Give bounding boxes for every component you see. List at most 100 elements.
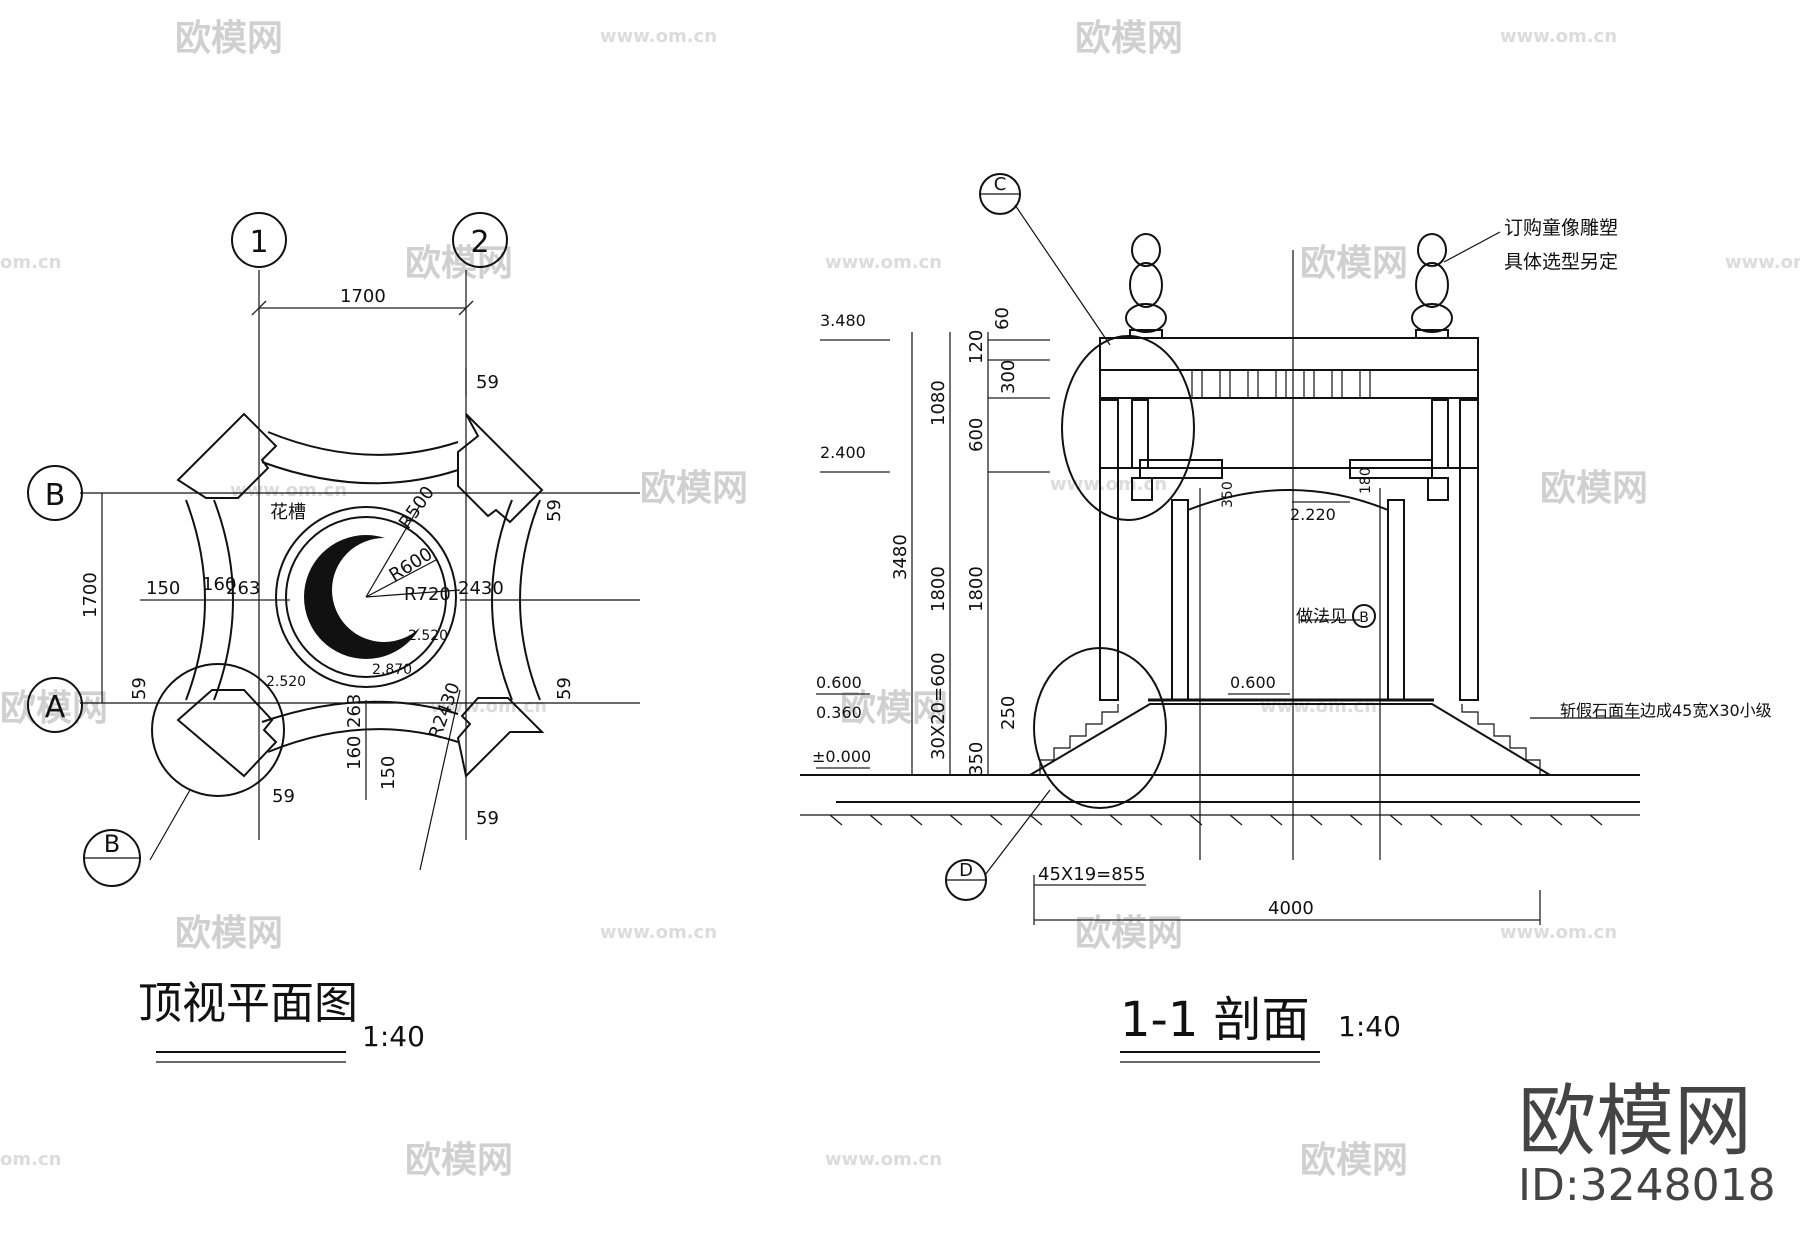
detail-leader-b (149, 789, 191, 861)
baluster (1191, 369, 1203, 399)
watermark-url: www.om.cn (1725, 252, 1800, 273)
dim-tick (251, 300, 267, 316)
dim-tick (458, 300, 474, 316)
axis-bubble-b (27, 465, 83, 521)
baluster (1359, 369, 1371, 399)
watermark-text: 欧模网 (175, 913, 283, 954)
watermark-text: 欧模网 (840, 688, 948, 729)
column-right-inner (1387, 499, 1405, 701)
dim-150-left: 150 (146, 578, 180, 599)
note-stone: 斩假石面车边成45宽X30小级 (1560, 701, 1772, 720)
detail-circle-d (1033, 647, 1167, 809)
dim-160-left: 160 (202, 574, 236, 595)
section-scale: 1:40 (1338, 1010, 1401, 1043)
sculpture-right (1411, 233, 1453, 339)
arch-soffit (1187, 489, 1389, 511)
logo-brand: 欧模网 (1518, 1077, 1752, 1167)
column-right-outer (1459, 399, 1479, 701)
baluster (1275, 369, 1287, 399)
watermark-url: www.om.cn (230, 480, 347, 501)
watermark-url: www.om.cn (825, 252, 942, 273)
detail-leader-d (984, 789, 1051, 876)
axis-label-a: A (45, 690, 66, 725)
plan-title: 顶视平面图 (138, 978, 358, 1029)
dim-263-left: 263 (226, 578, 260, 599)
method-bubble (1352, 604, 1376, 628)
watermark-url: www.om.cn (1500, 922, 1617, 943)
dim-1700-top: 1700 (340, 286, 386, 307)
axis-bubble-a (27, 677, 83, 733)
dim-r720: R720 (404, 584, 451, 605)
watermark-url: www.om.cn (430, 696, 547, 717)
level-2400: 2.400 (820, 443, 866, 462)
detail-label-b: B (104, 830, 120, 858)
logo-block: 欧模网 ID:3248018 (1518, 1077, 1776, 1211)
beam-section-left (1131, 399, 1149, 469)
axis-bubble-1 (231, 212, 287, 268)
dim-350-b: 350 (1220, 481, 1236, 508)
steps-left (1039, 704, 1119, 775)
dim-263-bottom: 263 (344, 694, 365, 728)
dim-4000: 4000 (1268, 898, 1314, 919)
plan-scale: 1:40 (362, 1020, 425, 1053)
level-0600: 0.600 (816, 673, 862, 692)
dim-59-right-top: 59 (544, 499, 565, 522)
dim-59-bottom-right: 59 (476, 808, 499, 829)
axis-label-b: B (45, 478, 66, 513)
beam-top (267, 431, 459, 456)
steps-right (1461, 704, 1541, 775)
watermark-url: om.cn (0, 252, 61, 273)
dim-59-bottom-left: 59 (272, 786, 295, 807)
level-2220: 2.220 (1290, 505, 1336, 524)
detail-circle-c (1061, 335, 1195, 521)
axis-label-1: 1 (249, 225, 268, 260)
column-left-outer (1099, 399, 1119, 701)
radius-line-r2430 (419, 689, 461, 871)
beam-section-right (1431, 399, 1449, 469)
baluster (1247, 369, 1259, 399)
column-left-inner (1171, 499, 1189, 701)
beam-bottom-inner (261, 700, 459, 723)
dim-30x20: 30X20=600 (928, 652, 949, 760)
dim-60: 60 (992, 307, 1013, 330)
sculpture-left (1125, 233, 1167, 339)
detail-label-c: C (994, 174, 1007, 195)
note-sculpture-1: 订购童像雕塑 (1504, 217, 1618, 239)
elev-2870: 2.870 (372, 662, 412, 678)
watermark-url: www.om.cn (600, 26, 717, 47)
watermark-text: 欧模网 (1075, 18, 1183, 59)
dim-300: 300 (998, 360, 1019, 394)
watermark-text: 欧模网 (640, 468, 748, 509)
axis-bubble-2 (452, 212, 508, 268)
logo-id: ID:3248018 (1518, 1160, 1776, 1211)
balustrade (1191, 369, 1371, 399)
pillar-tr (457, 413, 544, 524)
plan-view: 1 2 B A 花槽 R500 R600 R720 (27, 212, 640, 1063)
dim-160-bottom: 160 (344, 736, 365, 770)
radius-line-r500 (365, 504, 421, 598)
beam-bottom (267, 728, 459, 753)
section-title: 1-1 剖面 (1120, 992, 1310, 1048)
dim-1700-left: 1700 (80, 572, 101, 618)
detail-leader-c (1014, 204, 1111, 346)
dim-3480: 3480 (890, 534, 911, 580)
level-3480: 3.480 (820, 311, 866, 330)
pillar-br (456, 697, 545, 779)
planter-inner-ring (285, 516, 447, 678)
section-view: 订购童像雕塑 具体选型另定 C D 3.480 2.400 0.600 0.36… (800, 173, 1772, 1063)
beam-drop-left (1131, 477, 1153, 501)
beam-ledge-right (1349, 459, 1433, 479)
beam-drop-right (1427, 477, 1449, 501)
watermark-url: www.om.cn (825, 1149, 942, 1170)
note-sculpture-2: 具体选型另定 (1504, 251, 1618, 273)
dim-59-top: 59 (476, 372, 499, 393)
level-0600-b: 0.600 (1230, 673, 1276, 692)
elev-2520-b: 2.520 (266, 674, 306, 690)
level-0000: ±0.000 (812, 747, 871, 766)
watermark-text: 欧模网 (175, 18, 283, 59)
baluster (1219, 369, 1231, 399)
beam-ledge-left (1139, 459, 1223, 479)
radius-line-r720 (365, 589, 461, 598)
watermark-text: 欧模网 (1075, 913, 1183, 954)
